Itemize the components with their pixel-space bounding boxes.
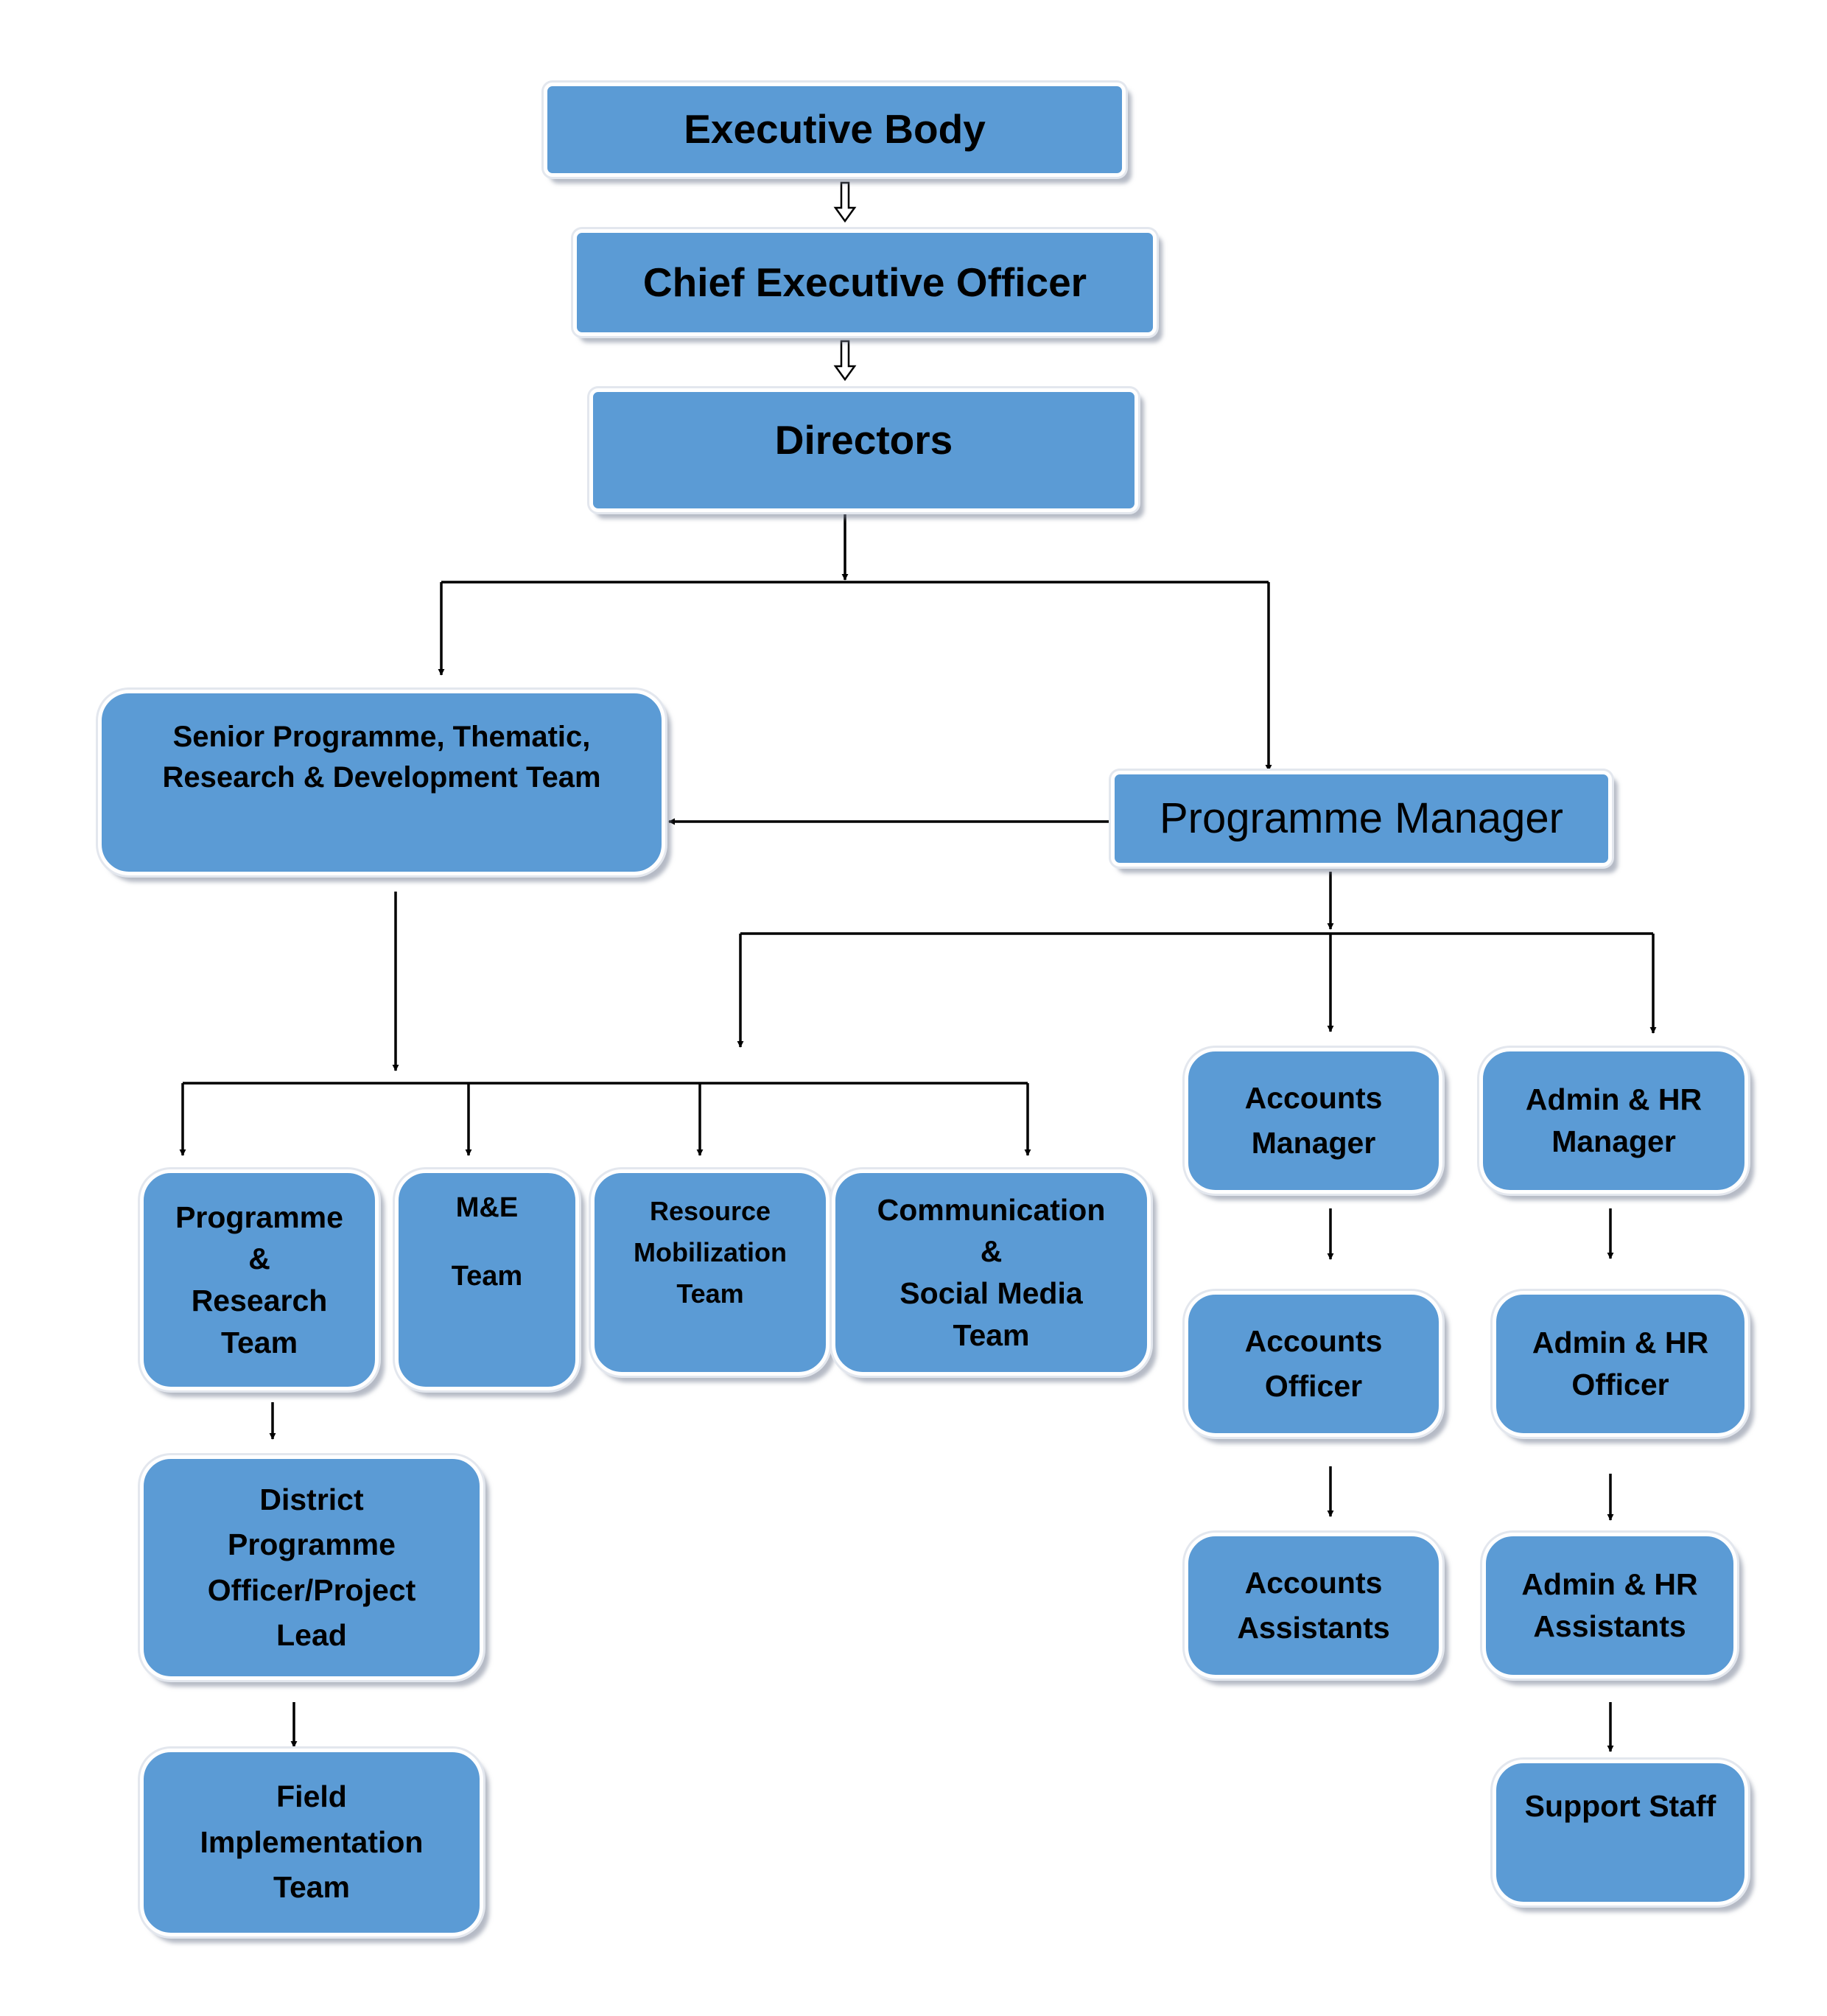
node-admin-hr-manager: Admin & HR Manager [1479, 1048, 1748, 1194]
node-senior-team: Senior Programme, Thematic, Research & D… [98, 690, 665, 875]
node-programme-manager: Programme Manager [1111, 771, 1612, 867]
node-ceo: Chief Executive Officer [573, 229, 1157, 336]
node-admin-hr-assistants: Admin & HR Assistants [1482, 1533, 1737, 1679]
node-accounts-officer: Accounts Officer [1185, 1291, 1442, 1437]
node-accounts-assistants: Accounts Assistants [1185, 1533, 1442, 1679]
edge-ceo-directors [833, 340, 857, 382]
node-executive-body: Executive Body [544, 83, 1126, 177]
node-communication: Communication & Social Media Team [832, 1169, 1151, 1376]
node-admin-hr-officer: Admin & HR Officer [1493, 1291, 1748, 1437]
node-support-staff: Support Staff [1493, 1760, 1748, 1905]
node-me-team: M&E Team [395, 1169, 579, 1390]
node-field-team: Field Implementation Team [140, 1749, 483, 1936]
edge-executive-ceo [833, 181, 857, 223]
node-directors: Directors [589, 388, 1138, 512]
node-district-officer: District Programme Officer/Project Lead [140, 1455, 483, 1680]
node-accounts-manager: Accounts Manager [1185, 1048, 1442, 1194]
node-programme-research: Programme & Research Team [140, 1169, 379, 1390]
node-resource-mobilization: Resource Mobilization Team [591, 1169, 830, 1376]
